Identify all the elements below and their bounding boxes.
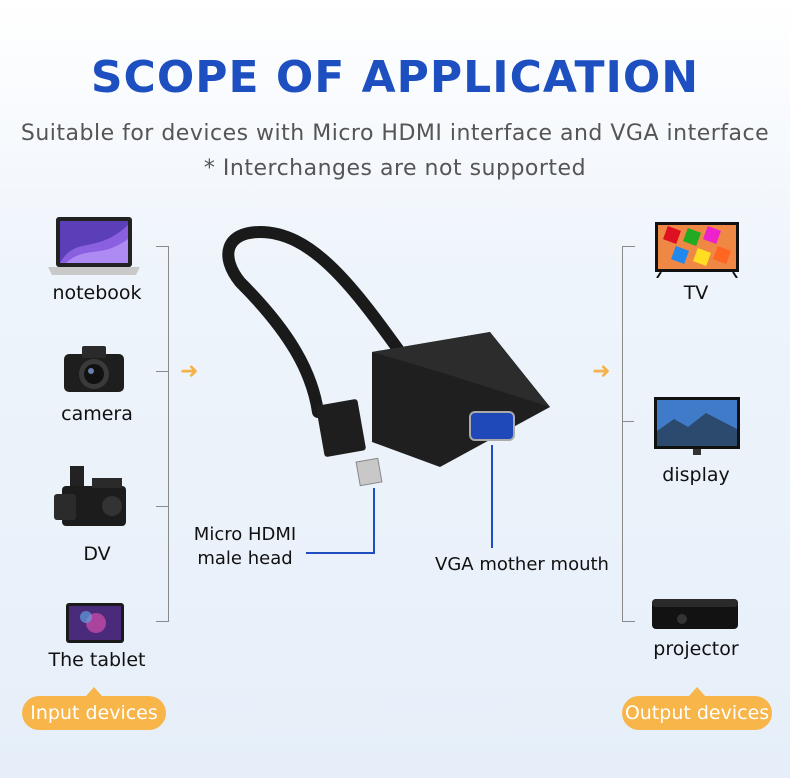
device-label-projector: projector (653, 638, 739, 660)
bracket-tick (156, 506, 168, 507)
tablet-icon (66, 603, 124, 643)
output-devices-pill: Output devices (622, 687, 772, 730)
device-label-camera: camera (61, 403, 133, 425)
micro-hdmi-leader-v (373, 488, 375, 553)
projector-icon (652, 599, 738, 629)
camera-icon (64, 346, 124, 392)
device-label-tablet: The tablet (48, 649, 146, 671)
input-bracket (156, 246, 169, 622)
page-title: SCOPE OF APPLICATION (90, 52, 700, 103)
device-label-display: display (662, 464, 730, 486)
camcorder-icon (54, 466, 126, 526)
adapter-cable-image (222, 225, 550, 487)
bracket-tick (622, 421, 634, 422)
input-devices-pill: Input devices (22, 687, 166, 730)
arrow-right-icon: ➜ (180, 359, 199, 384)
vga-leader (491, 445, 493, 548)
note: * Interchanges are not supported (203, 156, 587, 181)
arrow-right-icon: ➜ (592, 359, 611, 384)
subtitle: Suitable for devices with Micro HDMI int… (20, 121, 770, 146)
monitor-icon (654, 397, 740, 455)
output-bracket (622, 246, 635, 622)
device-label-tv: TV (683, 282, 709, 304)
micro-hdmi-leader-h (306, 552, 375, 554)
laptop-icon (48, 217, 140, 275)
vga-callout: VGA mother mouth (435, 554, 609, 575)
bracket-tick (156, 371, 168, 372)
device-label-dv: DV (83, 543, 111, 565)
tv-icon (655, 222, 739, 278)
device-label-notebook: notebook (52, 282, 142, 304)
micro-hdmi-callout: Micro HDMI male head (193, 524, 297, 569)
